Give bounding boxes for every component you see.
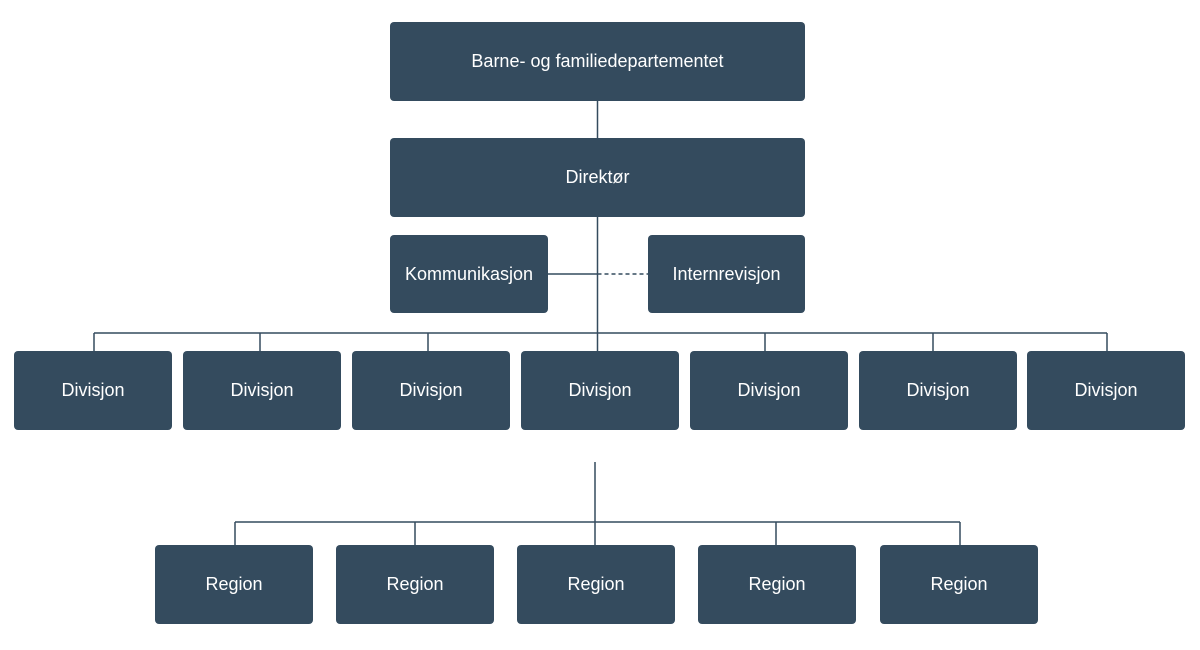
region-label: Region	[205, 574, 263, 594]
division-box: Divisjon	[14, 351, 172, 430]
division-box: Divisjon	[352, 351, 510, 430]
division-label: Divisjon	[906, 380, 970, 400]
region-label: Region	[930, 574, 988, 594]
division-box: Divisjon	[1027, 351, 1185, 430]
director-label: Direktør	[565, 167, 630, 187]
region-box: Region	[517, 545, 675, 624]
region-box: Region	[698, 545, 856, 624]
division-label: Divisjon	[230, 380, 294, 400]
division-box: Divisjon	[690, 351, 848, 430]
division-box: Divisjon	[183, 351, 341, 430]
region-box: Region	[336, 545, 494, 624]
division-label: Divisjon	[61, 380, 125, 400]
region-box: Region	[155, 545, 313, 624]
division-label: Divisjon	[399, 380, 463, 400]
ministry-label: Barne- og familiedepartementet	[471, 51, 724, 71]
division-label: Divisjon	[737, 380, 801, 400]
kommunikasjon-label: Kommunikasjon	[404, 263, 534, 284]
division-label: Divisjon	[568, 380, 632, 400]
region-label: Region	[386, 574, 444, 594]
division-box: Divisjon	[521, 351, 679, 430]
region-box: Region	[880, 545, 1038, 624]
ministry-box: Barne- og familiedepartementet	[390, 22, 805, 101]
kommunikasjon-box: Kommunikasjon	[390, 235, 548, 313]
director-box: Direktør	[390, 138, 805, 217]
region-label: Region	[567, 574, 625, 594]
region-label: Region	[748, 574, 806, 594]
internrevisjon-box: Internrevisjon	[648, 235, 805, 313]
internrevisjon-label: Internrevisjon	[672, 263, 781, 284]
division-box: Divisjon	[859, 351, 1017, 430]
division-label: Divisjon	[1074, 380, 1138, 400]
